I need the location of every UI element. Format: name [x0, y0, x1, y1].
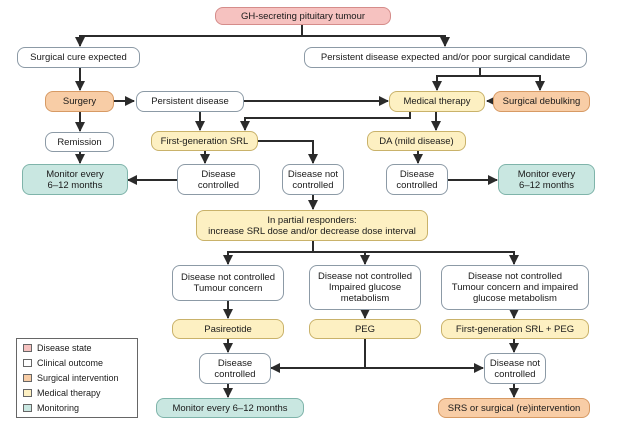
node-controlled-bottom: Disease controlled — [199, 353, 271, 384]
node-first-gen-srl: First-generation SRL — [151, 131, 258, 151]
node-tumour-concern: Disease not controlled Tumour concern — [172, 265, 284, 301]
node-controlled-left: Disease controlled — [177, 164, 260, 195]
node-medical-therapy: Medical therapy — [389, 91, 485, 112]
node-remission: Remission — [45, 132, 114, 152]
legend: Disease state Clinical outcome Surgical … — [16, 338, 138, 418]
node-persistent-disease-expected: Persistent disease expected and/or poor … — [304, 47, 587, 68]
node-tumour-and-glucose: Disease not controlled Tumour concern an… — [441, 265, 589, 310]
legend-swatch — [23, 373, 32, 382]
node-pasireotide: Pasireotide — [172, 319, 284, 339]
node-not-controlled-bottom: Disease not controlled — [484, 353, 546, 384]
node-not-controlled: Disease not controlled — [282, 164, 344, 195]
node-peg: PEG — [309, 319, 421, 339]
node-controlled-right: Disease controlled — [386, 164, 448, 195]
legend-item-medical-therapy: Medical therapy — [23, 386, 137, 399]
node-surgical-cure-expected: Surgical cure expected — [17, 47, 140, 68]
legend-swatch — [23, 343, 32, 352]
node-partial-responders: In partial responders: increase SRL dose… — [196, 210, 428, 241]
legend-item-clinical-outcome: Clinical outcome — [23, 356, 137, 369]
node-srs-reintervention: SRS or surgical (re)intervention — [438, 398, 590, 418]
node-persistent-disease: Persistent disease — [136, 91, 244, 112]
node-surgery: Surgery — [45, 91, 114, 112]
legend-swatch — [23, 358, 32, 367]
legend-swatch — [23, 403, 32, 412]
legend-label: Clinical outcome — [37, 357, 104, 368]
legend-item-surgical-intervention: Surgical intervention — [23, 371, 137, 384]
node-gh-tumour: GH-secreting pituitary tumour — [215, 7, 391, 25]
node-monitor-right: Monitor every 6–12 months — [498, 164, 595, 195]
node-surgical-debulking: Surgical debulking — [493, 91, 590, 112]
legend-label: Monitoring — [37, 402, 80, 413]
legend-item-disease-state: Disease state — [23, 341, 137, 354]
node-monitor-bottom: Monitor every 6–12 months — [156, 398, 304, 418]
legend-item-monitoring: Monitoring — [23, 401, 137, 414]
node-da-mild: DA (mild disease) — [367, 131, 466, 151]
legend-swatch — [23, 388, 32, 397]
node-impaired-glucose: Disease not controlled Impaired glucose … — [309, 265, 421, 310]
node-monitor-left: Monitor every 6–12 months — [22, 164, 128, 195]
legend-label: Disease state — [37, 342, 92, 353]
legend-label: Surgical intervention — [37, 372, 119, 383]
node-srl-plus-peg: First-generation SRL + PEG — [441, 319, 589, 339]
legend-label: Medical therapy — [37, 387, 101, 398]
